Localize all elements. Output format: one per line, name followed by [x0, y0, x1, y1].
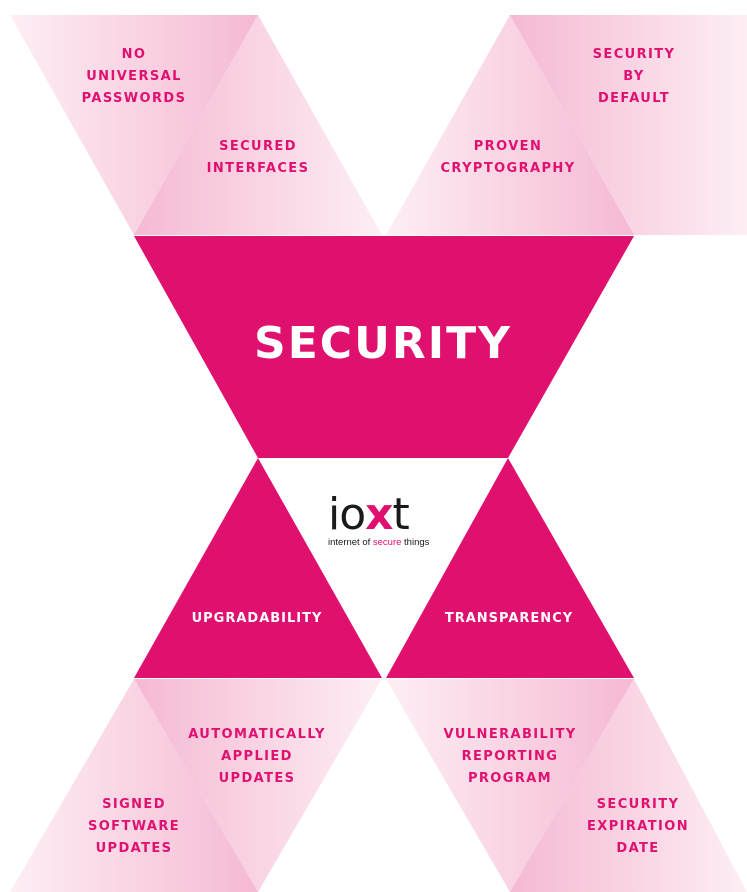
label-secured-interfaces: SECURED INTERFACES	[207, 136, 310, 180]
label-line: DEFAULT	[597, 91, 671, 106]
upgradability-triangle	[134, 458, 382, 678]
label-upgradability: UPGRADABILITY	[191, 611, 323, 626]
security-by-default-triangle	[510, 15, 747, 235]
security-expiration-date-triangle	[510, 679, 747, 892]
label-line: SECURITY	[592, 47, 676, 62]
logo-t: t	[392, 489, 410, 540]
label-security-by-default: SECURITY BY DEFAULT	[593, 44, 676, 110]
tagline-part: internet of	[328, 537, 373, 548]
no-universal-passwords-triangle	[10, 15, 258, 235]
label-line: UPDATES	[218, 771, 296, 786]
label-automatically-applied-updates: AUTOMATICALLY APPLIED UPDATES	[188, 724, 326, 790]
label-signed-software-updates: SIGNED SOFTWARE UPDATES	[88, 794, 180, 860]
label-line: UNIVERSAL	[86, 69, 182, 84]
label-line: SECURITY	[596, 797, 680, 812]
label-transparency: TRANSPARENCY	[444, 611, 574, 626]
label-line: INTERFACES	[206, 161, 310, 176]
secured-interfaces-triangle	[134, 15, 382, 235]
label-line: SIGNED	[102, 797, 166, 812]
logo-wordmark: ioxt	[328, 493, 458, 537]
automatically-applied-updates-triangle	[134, 679, 382, 892]
label-security-expiration-date: SECURITY EXPIRATION DATE	[587, 794, 689, 860]
label-line: UPDATES	[95, 841, 173, 856]
label-line: VULNERABILITY	[443, 727, 577, 742]
logo-io: io	[328, 489, 366, 540]
label-line: PROGRAM	[467, 771, 553, 786]
label-line: AUTOMATICALLY	[188, 727, 326, 742]
label-line: APPLIED	[221, 749, 293, 764]
label-line: DATE	[616, 841, 660, 856]
label-no-universal-passwords: NO UNIVERSAL PASSWORDS	[82, 44, 187, 110]
tagline-highlight: secure	[372, 537, 402, 548]
label-line: NO	[121, 47, 147, 62]
logo-tagline: internet of secure things	[328, 537, 458, 548]
label-line: BY	[623, 69, 645, 84]
label-line: PROVEN	[473, 139, 543, 154]
label-line: CRYPTOGRAPHY	[440, 161, 576, 176]
security-title: SECURITY	[254, 318, 512, 369]
proven-cryptography-triangle	[386, 15, 634, 235]
ioxt-logo: ioxt internet of secure things	[328, 493, 458, 549]
logo-x-icon: x	[365, 489, 393, 540]
signed-software-updates-triangle	[10, 679, 258, 892]
label-line: SECURED	[219, 139, 297, 154]
label-proven-cryptography: PROVEN CRYPTOGRAPHY	[440, 136, 575, 180]
transparency-triangle	[386, 458, 634, 678]
label-line: SOFTWARE	[87, 819, 181, 834]
security-band	[134, 236, 634, 458]
vulnerability-reporting-program-triangle	[386, 679, 634, 892]
label-line: REPORTING	[461, 749, 559, 764]
label-line: PASSWORDS	[81, 91, 187, 106]
label-vulnerability-reporting-program: VULNERABILITY REPORTING PROGRAM	[443, 724, 576, 790]
tagline-part: things	[401, 537, 430, 548]
label-line: EXPIRATION	[587, 819, 689, 834]
